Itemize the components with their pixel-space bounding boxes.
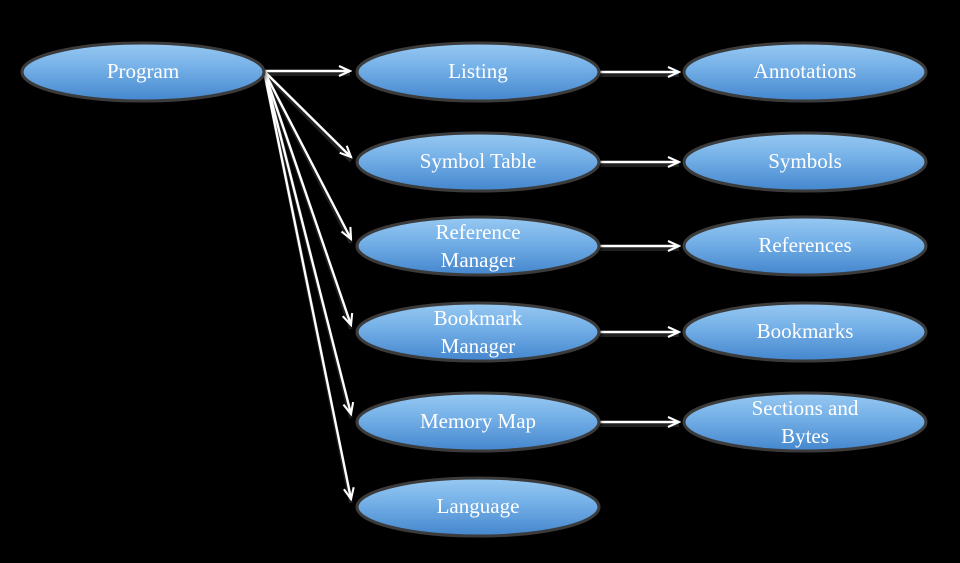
node-memory-map[interactable]: Memory Map	[355, 391, 601, 453]
node-annotations-label: Annotations	[754, 59, 857, 83]
edge-program-to-bookmark-manager	[262, 70, 351, 325]
node-program-label: Program	[107, 59, 179, 83]
node-sections-and-bytes-label-line1: Sections and	[752, 396, 859, 420]
node-language-shape[interactable]	[355, 476, 601, 538]
node-reference-manager-shape[interactable]	[355, 215, 601, 277]
node-reference-manager-label-line1: Reference	[435, 220, 520, 244]
node-memory-map-shape[interactable]	[355, 391, 601, 453]
node-bookmark-manager-label-line1: Bookmark	[434, 306, 523, 330]
node-listing[interactable]: Listing	[355, 41, 601, 103]
node-symbols-shape[interactable]	[682, 131, 928, 193]
node-symbols[interactable]: Symbols	[682, 131, 928, 193]
node-language-label: Language	[437, 494, 520, 518]
node-bookmark-manager-shape[interactable]	[355, 301, 601, 363]
node-bookmark-manager[interactable]: Bookmark Manager	[355, 301, 601, 363]
node-bookmark-manager-label-line2: Manager	[441, 334, 516, 358]
node-references-label: References	[758, 233, 851, 257]
node-references[interactable]: References	[682, 215, 928, 277]
edge-program-to-reference-manager	[262, 70, 351, 239]
node-listing-shape[interactable]	[355, 41, 601, 103]
node-reference-manager-label-line2: Manager	[441, 248, 516, 272]
node-symbol-table-label: Symbol Table	[420, 149, 537, 173]
node-memory-map-label: Memory Map	[420, 409, 536, 433]
node-annotations[interactable]: Annotations	[682, 41, 928, 103]
node-sections-and-bytes-label-line2: Bytes	[781, 424, 829, 448]
node-symbol-table-shape[interactable]	[355, 131, 601, 193]
node-references-shape[interactable]	[682, 215, 928, 277]
node-bookmarks-shape[interactable]	[682, 301, 928, 363]
edge-program-to-language	[262, 70, 351, 499]
node-annotations-shape[interactable]	[682, 41, 928, 103]
node-symbol-table[interactable]: Symbol Table	[355, 131, 601, 193]
node-sections-and-bytes[interactable]: Sections and Bytes	[682, 391, 928, 453]
edge-program-to-symbol-table	[263, 70, 351, 157]
node-language[interactable]: Language	[355, 476, 601, 538]
node-layer: Program Listing Annotations Symbol Table…	[20, 41, 928, 538]
node-bookmarks-label: Bookmarks	[757, 319, 854, 343]
node-bookmarks[interactable]: Bookmarks	[682, 301, 928, 363]
edge-program-to-memory-map	[262, 70, 351, 414]
edge-layer	[262, 70, 679, 504]
node-reference-manager[interactable]: Reference Manager	[355, 215, 601, 277]
node-sections-and-bytes-shape[interactable]	[682, 391, 928, 453]
node-listing-label: Listing	[448, 59, 508, 83]
node-symbols-label: Symbols	[768, 149, 842, 173]
node-program[interactable]: Program	[20, 41, 266, 103]
node-program-shape[interactable]	[20, 41, 266, 103]
